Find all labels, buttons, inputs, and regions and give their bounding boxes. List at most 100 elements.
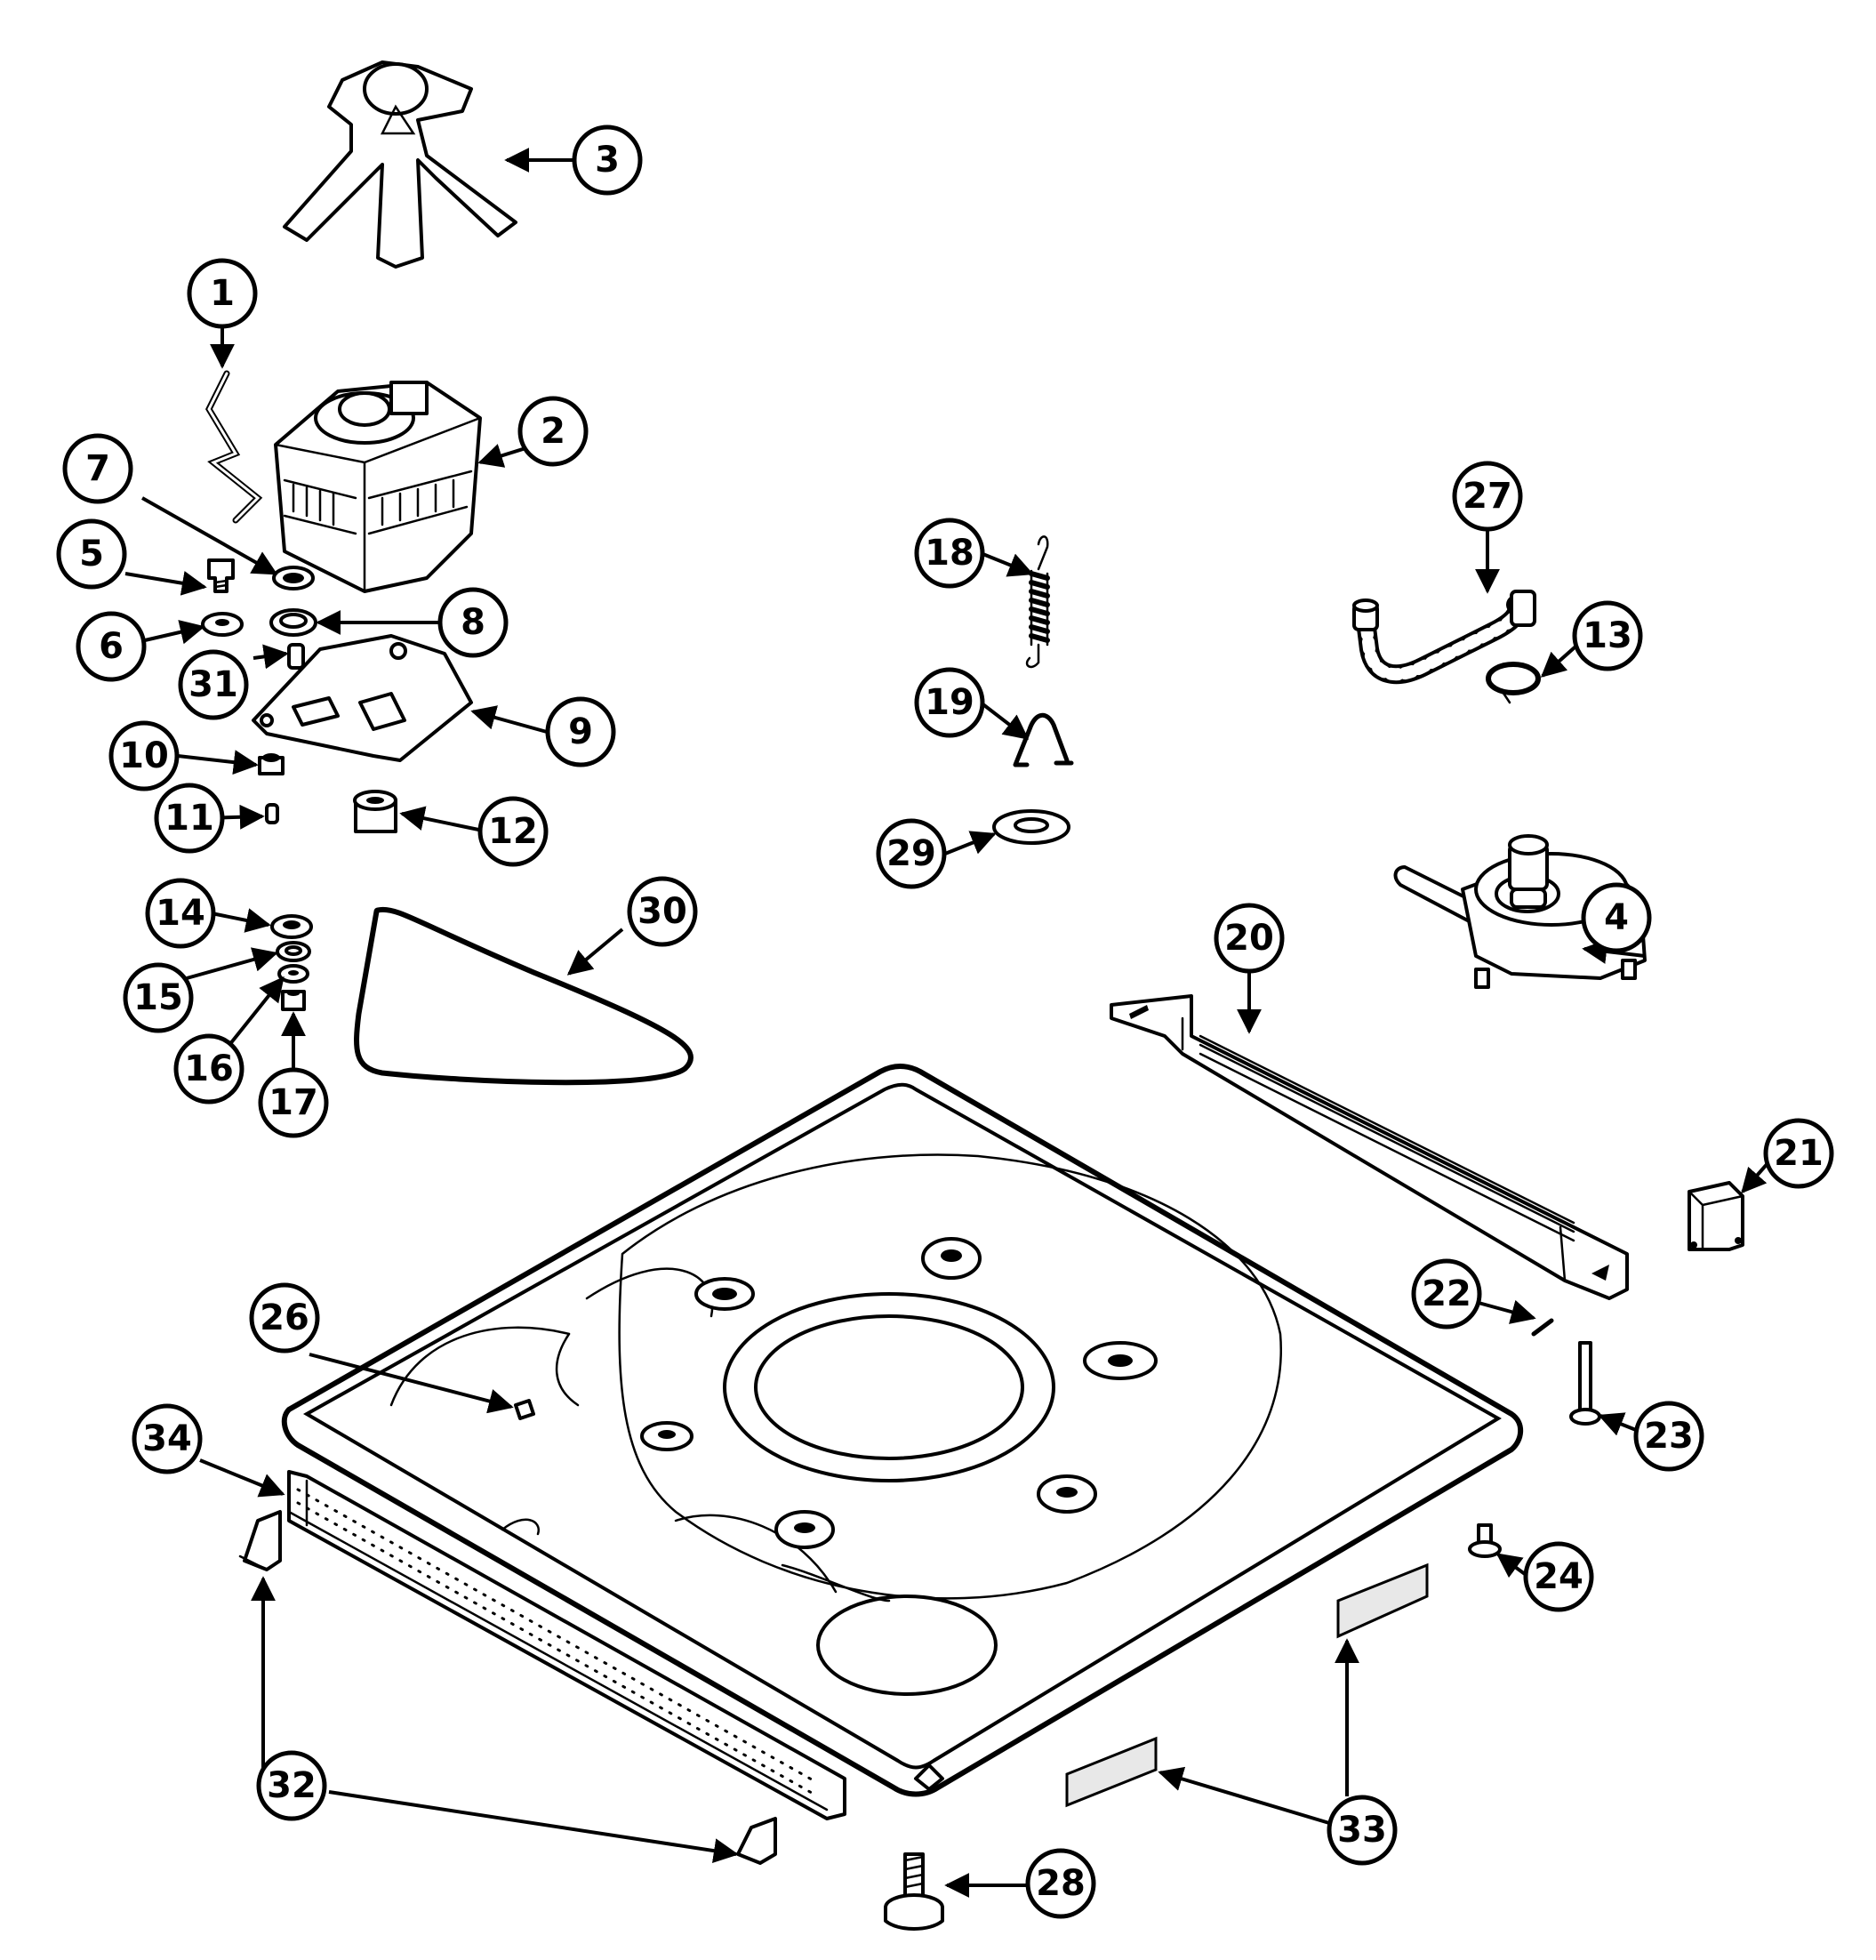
part-2-motor-drawing [274, 381, 482, 593]
part-16-washer-drawing [277, 964, 309, 984]
callout-1-label: 1 [210, 273, 235, 314]
part-7-grommet-drawing [272, 566, 315, 590]
callout-7-label: 7 [85, 448, 110, 489]
callout-11-label: 11 [164, 798, 214, 839]
callout-23: 23 [1633, 1401, 1704, 1472]
callout-16-label: 16 [184, 1048, 234, 1089]
leader-lines [124, 148, 1778, 1898]
callout-27: 27 [1452, 461, 1523, 532]
part-8-washer-drawing [269, 608, 317, 637]
callout-24-label: 24 [1534, 1556, 1583, 1597]
callout-33: 33 [1327, 1795, 1398, 1866]
callout-30-label: 30 [637, 891, 687, 932]
part-13-clamp-drawing [1486, 662, 1541, 704]
part-22-pin-drawing [1531, 1318, 1554, 1337]
part-21-bracket-drawing [1688, 1181, 1744, 1251]
callout-5: 5 [56, 518, 127, 590]
part-10-nut-drawing [258, 753, 285, 775]
callout-19: 19 [914, 667, 985, 738]
callout-28-label: 28 [1036, 1863, 1086, 1904]
part-17-nut-drawing [281, 990, 306, 1011]
part-30-belt-drawing [354, 906, 693, 1086]
callout-14-label: 14 [156, 893, 205, 934]
part-31-sleeve-drawing [287, 643, 305, 670]
callout-31-label: 31 [188, 664, 238, 705]
callout-4-label: 4 [1604, 897, 1629, 938]
callout-23-label: 23 [1644, 1416, 1694, 1457]
callout-30: 30 [627, 876, 698, 947]
callout-10-label: 10 [119, 735, 169, 776]
part-3-tripod-drawing [283, 60, 517, 269]
callout-22: 22 [1411, 1258, 1482, 1329]
part-20-brace-drawing [1110, 994, 1629, 1300]
callout-15: 15 [123, 962, 194, 1033]
base-assembly-drawing [281, 1064, 1524, 1797]
callout-19-label: 19 [925, 682, 974, 723]
callout-29: 29 [876, 818, 947, 889]
callout-9-label: 9 [568, 711, 593, 752]
callout-32: 32 [256, 1750, 327, 1821]
callout-13-label: 13 [1583, 615, 1632, 656]
part-5-screw-drawing [207, 558, 235, 593]
part-18-spring-drawing [1025, 535, 1050, 669]
part-24-screw-drawing [1468, 1523, 1502, 1558]
part-27-hose-drawing [1352, 590, 1536, 685]
callout-1: 1 [187, 258, 258, 329]
part-32-bracket-b-drawing [736, 1817, 777, 1865]
part-12-bushing-drawing [353, 790, 397, 833]
callout-32-label: 32 [267, 1765, 317, 1806]
part-14-grommet-drawing [270, 914, 313, 939]
callout-20: 20 [1214, 903, 1285, 974]
callout-7: 7 [62, 433, 133, 504]
callout-11: 11 [154, 783, 225, 854]
callout-3: 3 [572, 125, 643, 196]
callout-16: 16 [173, 1033, 245, 1105]
callout-27-label: 27 [1463, 476, 1512, 517]
callout-28: 28 [1025, 1848, 1096, 1919]
callout-15-label: 15 [133, 977, 183, 1018]
callout-8-label: 8 [461, 602, 485, 643]
callout-29-label: 29 [886, 833, 936, 874]
part-28-leg-drawing [884, 1852, 944, 1931]
callout-26-label: 26 [260, 1297, 309, 1338]
callout-14: 14 [145, 878, 216, 949]
part-11-pin-drawing [265, 803, 279, 824]
part-23-bolt-drawing [1569, 1341, 1601, 1426]
callout-12-label: 12 [488, 811, 538, 852]
callout-33-label: 33 [1337, 1810, 1387, 1851]
callout-21: 21 [1763, 1118, 1834, 1189]
part-34-rail-drawing [287, 1470, 846, 1820]
callout-22-label: 22 [1422, 1273, 1471, 1314]
callout-8: 8 [437, 587, 509, 658]
callout-26: 26 [249, 1282, 320, 1354]
callout-34-label: 34 [142, 1418, 192, 1459]
callout-10: 10 [108, 720, 180, 791]
part-33-pad-b-drawing [1065, 1736, 1158, 1808]
part-32-bracket-a-drawing [238, 1510, 282, 1571]
callout-34: 34 [132, 1403, 203, 1474]
callout-21-label: 21 [1774, 1133, 1824, 1174]
callout-9: 9 [545, 696, 616, 767]
part-15-washer-drawing [276, 941, 311, 962]
part-6-washer-drawing [201, 612, 244, 637]
callout-5-label: 5 [79, 534, 104, 574]
callout-20-label: 20 [1224, 918, 1274, 959]
callout-17: 17 [258, 1067, 329, 1138]
callout-6-label: 6 [99, 626, 124, 667]
callout-31: 31 [178, 649, 249, 720]
callout-6: 6 [76, 611, 147, 682]
callout-13: 13 [1572, 600, 1643, 671]
callout-24: 24 [1523, 1541, 1594, 1612]
callout-18-label: 18 [925, 533, 974, 574]
part-29-washer-drawing [992, 809, 1070, 845]
part-9-plate-drawing [252, 634, 473, 762]
callout-2: 2 [517, 396, 589, 467]
part-33-pad-a-drawing [1336, 1562, 1429, 1639]
part-1-clip-drawing [205, 370, 263, 524]
part-19-clip-drawing [1013, 712, 1074, 767]
callout-18: 18 [914, 518, 985, 589]
callout-4: 4 [1581, 882, 1652, 953]
callout-17-label: 17 [269, 1082, 318, 1123]
callout-12: 12 [477, 796, 549, 867]
